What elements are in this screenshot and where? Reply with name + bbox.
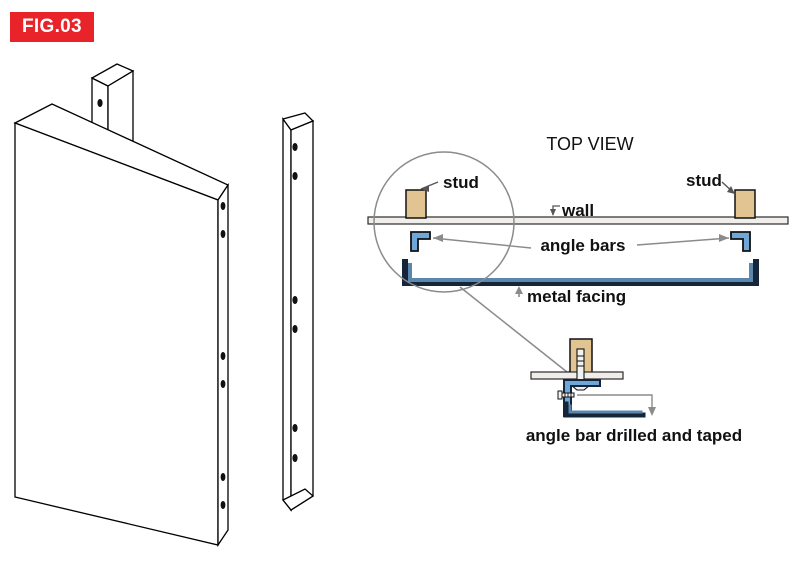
leader-angle-bar-left [432, 234, 532, 249]
label-stud-right: stud [686, 171, 722, 190]
detail-magnifier-circle [373, 151, 515, 293]
metal-facing-channel-inner [408, 263, 753, 282]
detail-metal-facing-outer [563, 401, 646, 418]
loose-bar-hole [292, 454, 298, 462]
panel-right-flange [217, 182, 229, 548]
leader-wall [550, 205, 560, 216]
panel-flange-hole [220, 501, 226, 509]
loose-bar-hole [292, 143, 298, 151]
stud-left [405, 189, 427, 219]
angle-bar-hole [97, 99, 103, 107]
panel-flange-hole [220, 352, 226, 360]
wall-band [367, 216, 789, 225]
iso-loose-angle-bar [281, 112, 315, 512]
top-view-title: TOP VIEW [546, 134, 633, 154]
loose-bar-hole [292, 172, 298, 180]
loose-bar-hole [292, 296, 298, 304]
leader-stud-right [721, 181, 736, 195]
detail-metal-facing-inner [568, 404, 643, 414]
loose-bar-hole [292, 424, 298, 432]
wall-section [367, 216, 789, 225]
loose-bar-hole [292, 325, 298, 333]
leader-angle-bar-right [636, 234, 730, 246]
stud-right [734, 189, 756, 219]
loose-bar-web-face [282, 117, 292, 512]
metal-facing-channel-outer [402, 259, 759, 286]
leader-stud-left [420, 181, 439, 192]
panel-flange-hole [220, 380, 226, 388]
label-angle-bars: angle bars [540, 236, 625, 255]
angle-bar-right [730, 231, 751, 252]
detail-horizontal-bolt [557, 390, 575, 400]
bolt-head [557, 390, 563, 400]
leader-detail-caption [577, 394, 656, 416]
angle-bar-left [410, 231, 431, 252]
panel-flange-hole [220, 473, 226, 481]
iso-panel-assembly [13, 63, 229, 548]
label-metal-facing: metal facing [527, 287, 626, 306]
panel-flange-hole [220, 230, 226, 238]
detail-caption: angle bar drilled and taped [526, 426, 742, 445]
figure-number-badge: FIG.03 [10, 12, 94, 42]
iso-metal-panel [13, 103, 229, 548]
top-view-diagram: TOP VIEW stud [367, 134, 789, 375]
loose-bar-bottom-face [281, 488, 315, 511]
detail-inset: angle bar drilled and taped [526, 338, 742, 445]
leader-metal-facing [515, 286, 523, 297]
label-wall: wall [561, 201, 594, 220]
label-stud-left: stud [443, 173, 479, 192]
panel-flange-hole [220, 202, 226, 210]
